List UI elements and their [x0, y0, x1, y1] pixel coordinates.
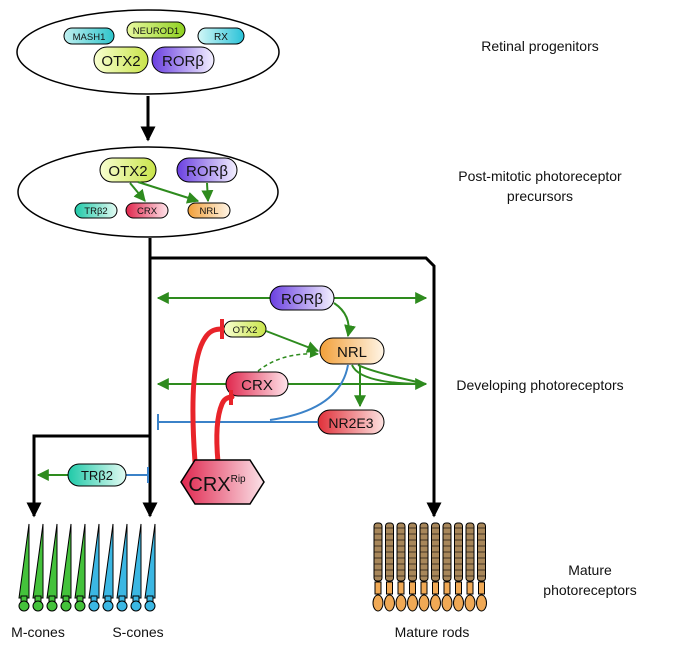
nr2e3-developing-label: NR2E3: [328, 415, 373, 431]
stage-mature-line2: photoreceptors: [543, 582, 636, 598]
rorb-to-nrl-arrow-developing: [333, 302, 356, 338]
cone-cell-s: [88, 523, 100, 612]
mash1-pill: MASH1: [63, 27, 115, 45]
rorb-developing-label: RORβ: [281, 291, 323, 308]
rod-cell: [418, 522, 430, 612]
m-cone-cell: [60, 523, 72, 612]
mature-rods-label: Mature rods: [395, 624, 470, 640]
stage-mature-line1: Mature: [568, 562, 612, 578]
neurod1-label: NEUROD1: [133, 26, 179, 37]
rorb-precursor-label: RORβ: [186, 163, 228, 180]
rod-group: [372, 522, 487, 612]
rod-cell: [372, 522, 384, 612]
rod-cell: [384, 522, 395, 612]
rod-cell: [441, 522, 453, 612]
nrl-precursor-pill: NRL: [187, 202, 231, 219]
m-cone-cell: [18, 523, 30, 612]
m-cone-cell: [74, 523, 86, 612]
rod-cell: [430, 522, 441, 612]
crx-precursor-pill: CRX: [125, 202, 169, 219]
trb2-developing-pill: TRβ2: [67, 463, 127, 487]
otx2-to-nrl-arrow: [137, 181, 200, 204]
rorb-progenitor-label: RORβ: [162, 53, 204, 70]
rod-cell: [395, 522, 407, 612]
rod-cell: [407, 522, 418, 612]
stage-post-mitotic-line2: precursors: [507, 188, 573, 204]
crx-developing-label: CRX: [241, 377, 273, 394]
rod-lineage-line: [150, 256, 442, 518]
cone-cell-s: [116, 523, 128, 612]
nrl-precursor-label: NRL: [199, 206, 218, 217]
crx-rip-hexagon: CRXRip: [180, 459, 265, 505]
crx-developing-pill: CRX: [225, 371, 289, 397]
trb2-precursor-label: TRβ2: [84, 206, 107, 217]
otx2-developing-label: OTX2: [233, 325, 258, 336]
mash1-label: MASH1: [73, 32, 106, 43]
crxrip-repress-otx2: [190, 326, 225, 465]
m-cone-cell: [32, 523, 44, 612]
rod-cell: [453, 522, 464, 612]
otx2-to-nrl-arrow-developing: [265, 330, 320, 353]
otx2-progenitor-pill: OTX2: [93, 46, 149, 74]
neurod1-pill: NEUROD1: [126, 21, 186, 39]
otx2-precursor-pill: OTX2: [99, 157, 157, 183]
s-cone-group: [88, 523, 156, 612]
crxrip-repress-crx: [214, 394, 235, 465]
m-cones-label: M-cones: [11, 624, 65, 640]
rx-pill: RX: [197, 27, 245, 45]
stage-developing: Developing photoreceptors: [456, 377, 623, 393]
stage-retinal-progenitors: Retinal progenitors: [481, 38, 599, 54]
cone-cell-s: [130, 523, 142, 612]
otx2-developing-pill: OTX2: [223, 320, 267, 338]
m-cone-cell: [46, 523, 58, 612]
rod-cell: [464, 522, 476, 612]
trb2-precursor-pill: TRβ2: [74, 202, 118, 219]
rorb-progenitor-pill: RORβ: [151, 46, 215, 74]
crx-rip-label: CRX: [188, 474, 230, 496]
nrl-repression-curve: [269, 364, 349, 421]
cone-lineage-line: [26, 434, 150, 518]
crx-precursor-label: CRX: [137, 206, 158, 217]
m-cone-group: [18, 523, 86, 612]
nrl-to-rod-arrow-lower: [357, 364, 427, 385]
rx-label: RX: [214, 32, 228, 43]
cone-cell-s: [144, 523, 156, 612]
nrl-developing-pill: NRL: [319, 337, 385, 365]
rod-cell: [476, 522, 487, 612]
otx2-precursor-label: OTX2: [108, 163, 147, 180]
crx-to-nrl-dashed-arrow: [257, 349, 319, 372]
otx2-progenitor-label: OTX2: [101, 53, 140, 70]
svg-text:CRXRip: CRXRip: [188, 474, 246, 496]
cone-cell-s: [102, 523, 114, 612]
crx-rip-superscript: Rip: [231, 474, 246, 485]
otx2-to-crx-arrow: [129, 182, 146, 202]
stage-post-mitotic-line1: Post-mitotic photoreceptor: [458, 168, 622, 184]
nrl-to-rod-arrow-upper: [351, 364, 427, 385]
rorb-to-nrl-arrow: [201, 182, 214, 203]
s-cones-label: S-cones: [112, 624, 163, 640]
trb2-developing-label: TRβ2: [81, 468, 113, 483]
rorb-developing-pill: RORβ: [269, 285, 335, 311]
rorb-precursor-pill: RORβ: [176, 157, 238, 183]
nr2e3-developing-pill: NR2E3: [317, 409, 385, 435]
nrl-developing-label: NRL: [337, 344, 367, 361]
